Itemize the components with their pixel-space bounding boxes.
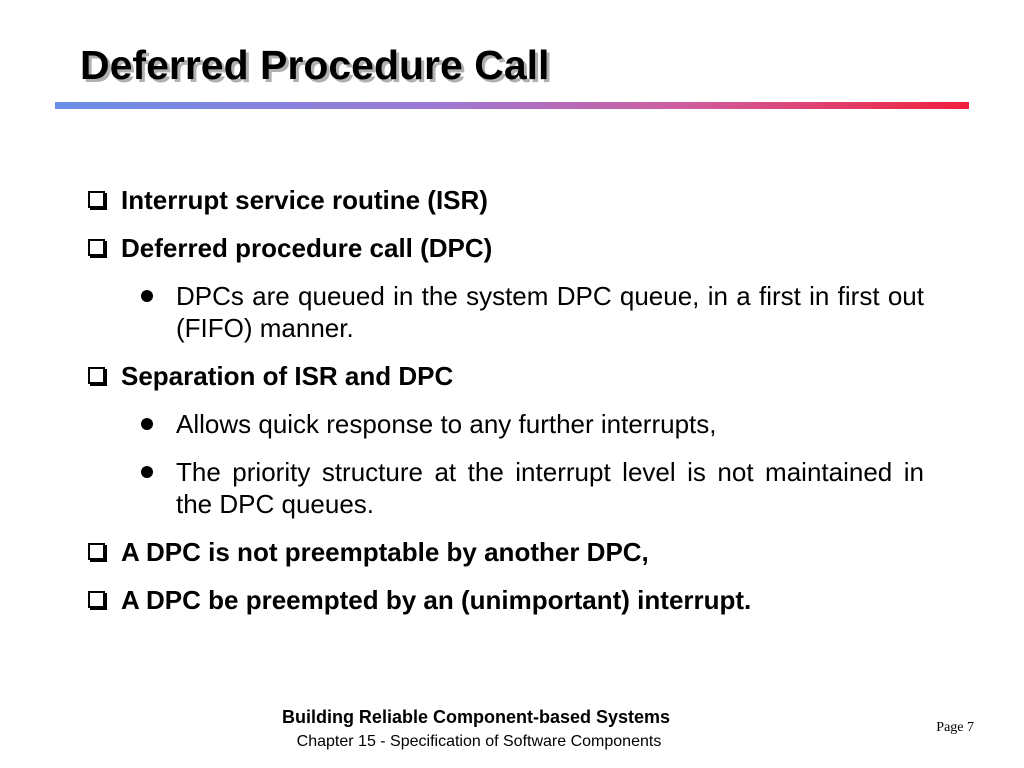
slide-title: Deferred Procedure Call xyxy=(80,42,550,88)
bullet-item: Interrupt service routine (ISR) xyxy=(84,184,924,216)
bullet-item: A DPC is not preemptable by another DPC, xyxy=(84,536,924,568)
hollow-square-bullet-icon xyxy=(88,591,105,608)
hollow-square-bullet-icon xyxy=(88,191,105,208)
sub-bullet-text: The priority structure at the interrupt … xyxy=(176,457,924,519)
bullet-item: Separation of ISR and DPC xyxy=(84,360,924,392)
filled-circle-bullet-icon xyxy=(141,290,153,302)
title-divider xyxy=(55,102,969,109)
bullet-item: A DPC be preempted by an (unimportant) i… xyxy=(84,584,924,616)
sub-bullet-item: DPCs are queued in the system DPC queue,… xyxy=(84,280,924,344)
bullet-text: A DPC is not preemptable by another DPC, xyxy=(121,537,649,567)
bullet-item: Deferred procedure call (DPC) xyxy=(84,232,924,264)
footer-book-title: Building Reliable Component-based System… xyxy=(281,707,671,727)
hollow-square-bullet-icon xyxy=(88,239,105,256)
sub-bullet-item: The priority structure at the interrupt … xyxy=(84,456,924,520)
bullet-text: A DPC be preempted by an (unimportant) i… xyxy=(121,585,752,615)
bullet-list: Interrupt service routine (ISR) Deferred… xyxy=(84,184,924,632)
bullet-text: Deferred procedure call (DPC) xyxy=(121,233,493,263)
hollow-square-bullet-icon xyxy=(88,543,105,560)
sub-bullet-text: Allows quick response to any further int… xyxy=(176,409,717,439)
filled-circle-bullet-icon xyxy=(141,466,153,478)
bullet-text: Separation of ISR and DPC xyxy=(121,361,454,391)
bullet-text: Interrupt service routine (ISR) xyxy=(121,185,488,215)
footer-chapter: Chapter 15 - Specification of Software C… xyxy=(296,733,662,750)
filled-circle-bullet-icon xyxy=(141,418,153,430)
sub-bullet-item: Allows quick response to any further int… xyxy=(84,408,924,440)
page-number: Page 7 xyxy=(936,720,974,735)
sub-bullet-text: DPCs are queued in the system DPC queue,… xyxy=(176,281,924,343)
hollow-square-bullet-icon xyxy=(88,367,105,384)
